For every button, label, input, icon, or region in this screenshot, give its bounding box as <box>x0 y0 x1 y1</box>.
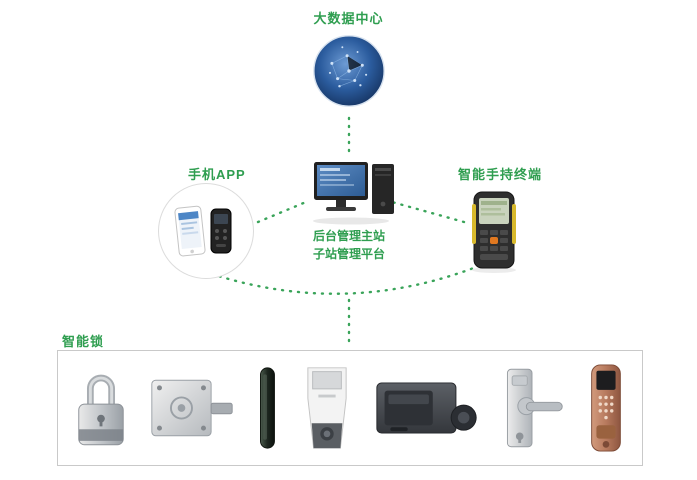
smart-door-lock-image <box>584 356 628 460</box>
management-platform-line1: 后台管理主站 <box>312 229 385 243</box>
smartphone-icon <box>174 205 206 257</box>
remote-device-icon <box>210 208 232 254</box>
handle-lock-image <box>253 356 281 460</box>
big-data-center-label: 大数据中心 <box>313 11 384 26</box>
management-platform-label: 后台管理主站 子站管理平台 <box>289 227 409 263</box>
panel-lock-image <box>299 356 355 460</box>
smart-locks-panel <box>57 350 643 466</box>
lever-lock-image <box>498 356 566 460</box>
link-mobile-computer <box>256 200 308 224</box>
cabinet-lock-image <box>148 356 236 460</box>
handheld-terminal-label: 智能手持终端 <box>458 167 543 182</box>
link-arc <box>210 262 486 295</box>
handheld-terminal-image <box>466 190 522 274</box>
mobile-app-label: 手机APP <box>188 167 246 182</box>
management-platform-line2: 子站管理平台 <box>312 247 385 261</box>
padlock-image <box>72 356 130 460</box>
rim-lock-image <box>373 356 481 460</box>
management-computer-image <box>306 158 400 226</box>
big-data-globe-image <box>311 33 387 109</box>
link-handheld-computer <box>390 200 466 224</box>
mobile-app-image <box>158 183 254 279</box>
smart-lock-label: 智能锁 <box>62 334 105 349</box>
